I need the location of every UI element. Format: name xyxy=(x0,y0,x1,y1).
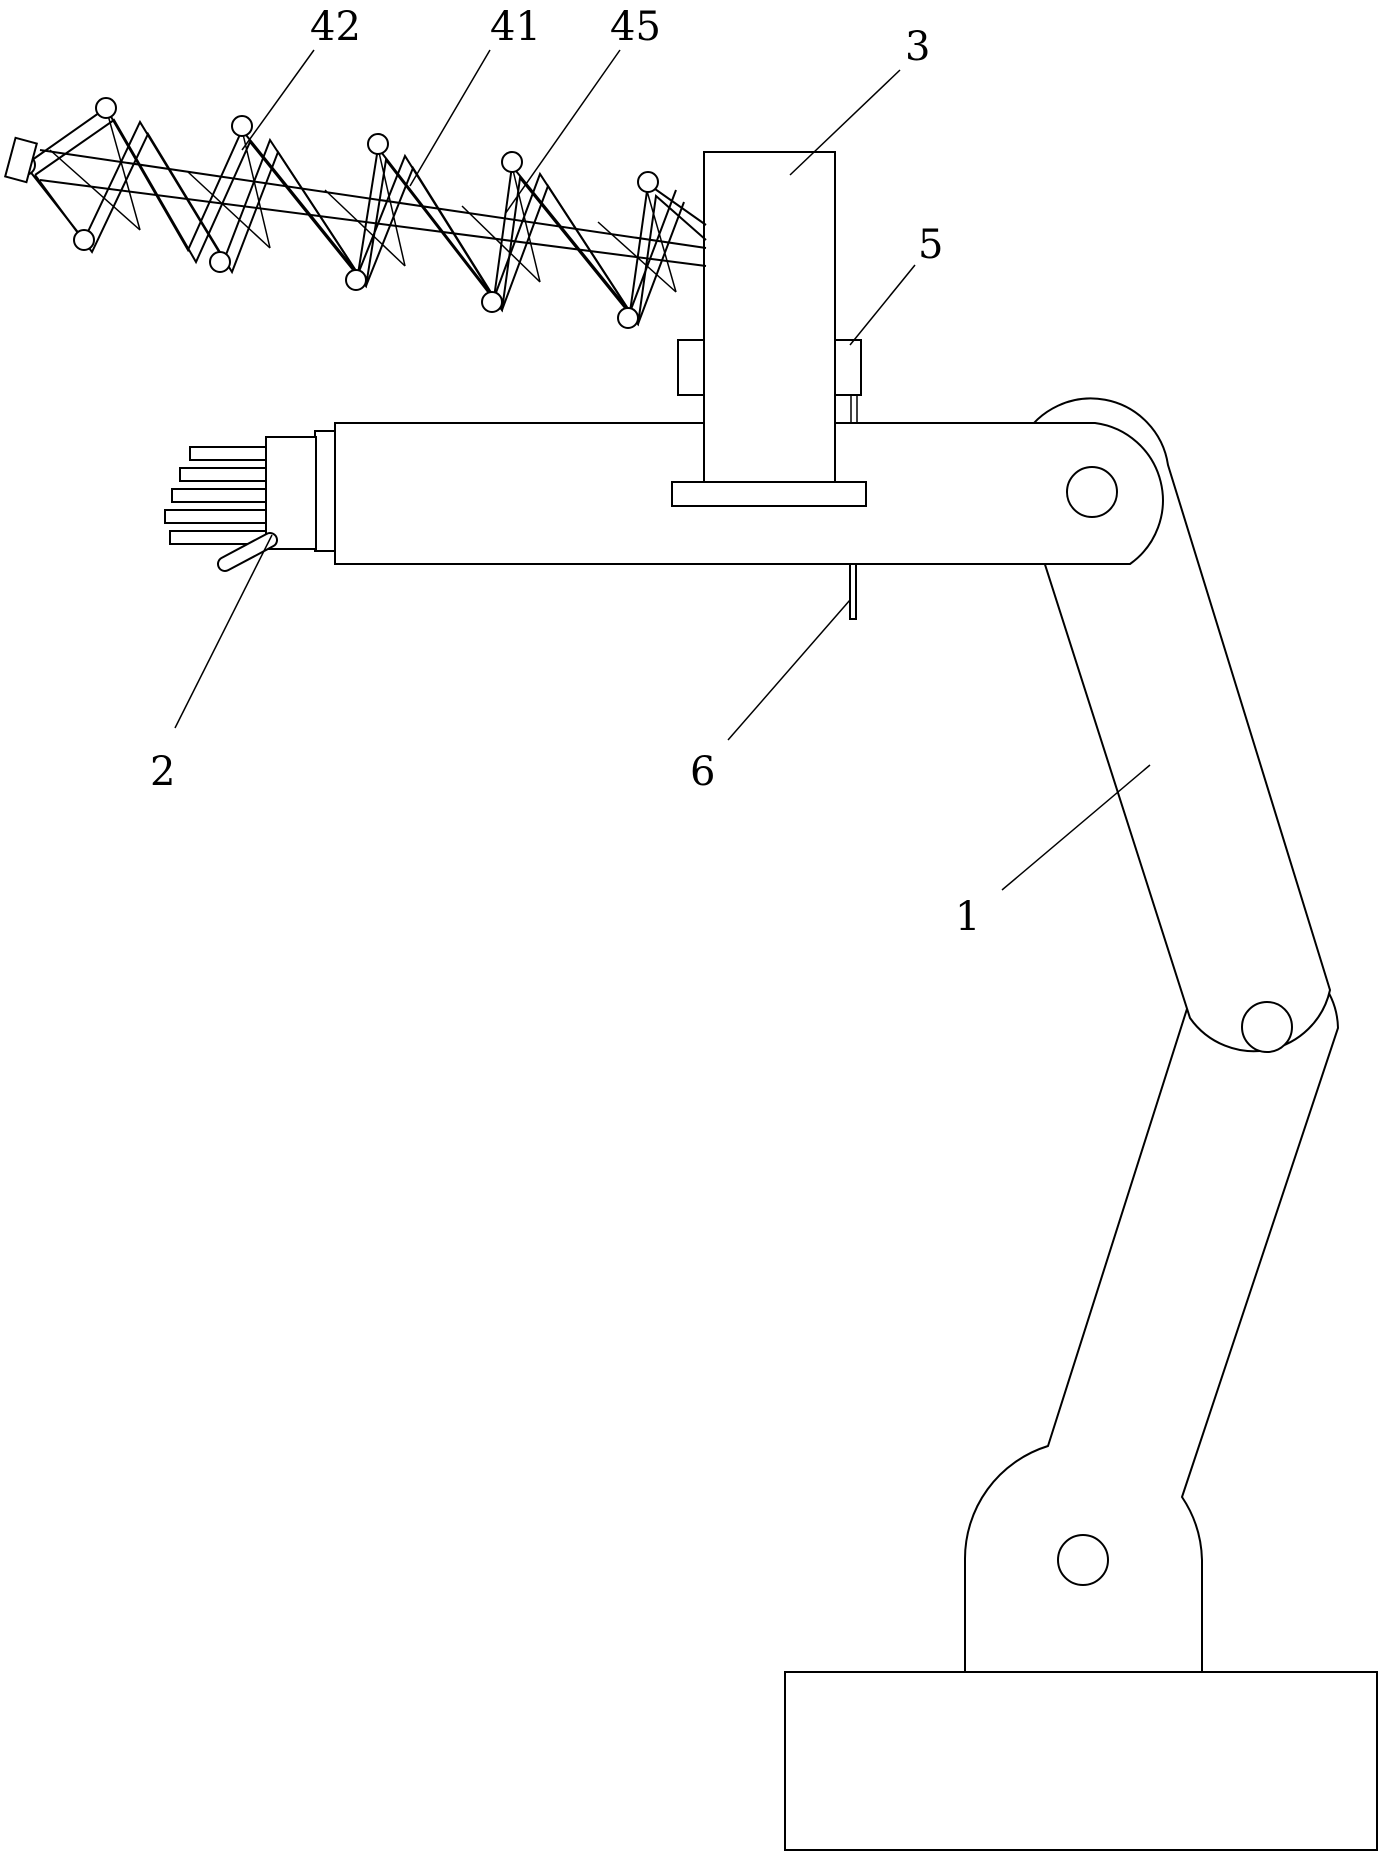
base-block xyxy=(784,1671,1378,1851)
label-1: 1 xyxy=(955,894,980,940)
base-pivot-pin xyxy=(1057,1534,1109,1586)
elbow-pivot-pin xyxy=(1241,1001,1293,1053)
clamp-block-right xyxy=(834,339,862,396)
probe-rod xyxy=(849,563,857,620)
vertical-column xyxy=(703,151,836,483)
column-mount-plate xyxy=(671,481,867,507)
clamp-block-left xyxy=(677,339,705,396)
end-effector-housing xyxy=(265,436,317,550)
leader-lines xyxy=(174,49,1151,891)
lower-arm-link xyxy=(963,950,1340,1673)
gripper-fingers xyxy=(164,446,267,545)
shoulder-pivot-pin xyxy=(1066,466,1118,518)
label-2: 2 xyxy=(150,749,175,795)
label-6: 6 xyxy=(690,749,715,795)
label-45: 45 xyxy=(610,4,661,50)
label-41: 41 xyxy=(490,4,541,50)
scissor-mechanism xyxy=(3,97,707,329)
end-collar xyxy=(314,430,336,552)
label-3: 3 xyxy=(905,24,930,70)
label-5: 5 xyxy=(918,222,943,268)
label-42: 42 xyxy=(310,4,361,50)
